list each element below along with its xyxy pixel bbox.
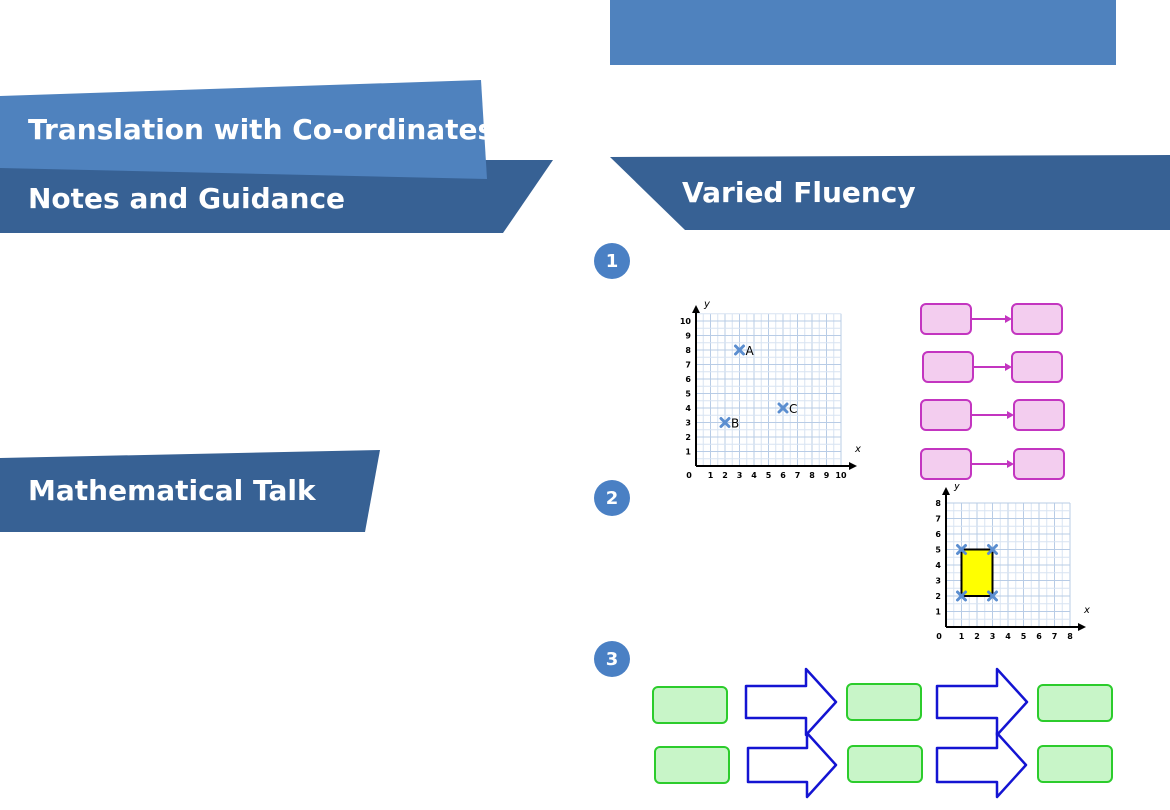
cross-marker-icon	[956, 544, 967, 555]
x-tick-label: 10	[835, 471, 847, 480]
cross-marker-icon	[719, 417, 731, 428]
x-axis-arrow-icon	[1078, 623, 1086, 631]
title-banner-bg	[0, 80, 487, 179]
x-tick-label: 8	[809, 471, 815, 480]
block-arrows	[744, 667, 1029, 799]
x-tick-label: 2	[722, 471, 728, 480]
y-tick-label: 10	[680, 317, 692, 326]
start-coordinate-box[interactable]	[920, 399, 972, 431]
y-tick-label: 3	[935, 577, 941, 586]
answer-box[interactable]	[1037, 684, 1113, 722]
cross-marker-icon	[777, 402, 789, 414]
answer-box[interactable]	[1037, 745, 1113, 783]
answer-box[interactable]	[652, 686, 728, 724]
start-coordinate-box[interactable]	[922, 351, 974, 383]
talk-header-bg	[0, 450, 380, 532]
fluency-heading: Varied Fluency	[682, 176, 916, 209]
right-arrow-icon	[972, 315, 1012, 323]
x-tick-label: 5	[766, 471, 772, 480]
y-axis-label: y	[953, 484, 961, 492]
y-tick-label: 8	[935, 499, 941, 508]
point-label: C	[789, 402, 797, 416]
y-tick-label: 4	[685, 404, 691, 413]
fluency-header-bg	[610, 155, 1170, 230]
x-tick-label: 7	[795, 471, 801, 480]
y-tick-label: 9	[685, 332, 691, 341]
y-tick-label: 2	[685, 433, 691, 442]
end-coordinate-box[interactable]	[1013, 448, 1065, 480]
x-axis-label: x	[1083, 605, 1090, 616]
y-tick-label: 5	[685, 390, 691, 399]
block-right-arrow-icon	[746, 731, 838, 799]
block-right-arrow-icon	[935, 731, 1028, 799]
answer-box[interactable]	[847, 745, 923, 783]
origin-label: 0	[686, 471, 692, 480]
y-tick-label: 3	[685, 419, 691, 428]
notes-heading: Notes and Guidance	[28, 182, 346, 215]
y-tick-label: 1	[935, 608, 941, 617]
x-tick-label: 5	[1021, 632, 1027, 641]
question-number-2: 2	[594, 480, 630, 516]
cross-marker-icon	[987, 544, 998, 555]
translation-answer-area	[915, 300, 1075, 485]
cross-marker-icon	[734, 344, 745, 356]
top-banner	[610, 0, 1116, 65]
y-tick-label: 6	[935, 530, 941, 539]
x-axis-arrow-icon	[849, 462, 857, 470]
y-tick-label: 7	[935, 515, 941, 524]
block-right-arrow-icon	[935, 667, 1029, 737]
x-tick-label: 2	[974, 632, 980, 641]
block-right-arrow-icon	[744, 667, 838, 737]
page-title: Translation with Co-ordinates	[28, 113, 495, 146]
y-tick-label: 7	[685, 361, 691, 370]
x-tick-label: 4	[751, 471, 757, 480]
y-tick-label: 8	[685, 346, 691, 355]
end-coordinate-box[interactable]	[1011, 303, 1063, 335]
point-label: B	[731, 417, 739, 431]
cross-marker-icon	[956, 590, 967, 602]
x-tick-label: 6	[1036, 632, 1042, 641]
x-tick-label: 6	[780, 471, 786, 480]
question-number-1: 1	[594, 243, 630, 279]
y-tick-label: 4	[935, 561, 941, 570]
yellow-rectangle	[960, 548, 994, 597]
x-tick-label: 8	[1067, 632, 1073, 641]
right-arrow-icon	[972, 411, 1014, 419]
right-arrow-icon	[974, 363, 1012, 371]
y-axis-label: y	[703, 299, 711, 310]
end-coordinate-box[interactable]	[1013, 399, 1065, 431]
notes-header-bg	[0, 160, 553, 233]
x-tick-label: 4	[1005, 632, 1011, 641]
x-tick-label: 3	[737, 471, 743, 480]
pink-arrows	[972, 315, 1014, 468]
talk-heading: Mathematical Talk	[28, 474, 316, 507]
start-coordinate-box[interactable]	[920, 303, 972, 335]
point-label: A	[746, 344, 755, 358]
y-tick-label: 6	[685, 375, 691, 384]
right-arrow-icon	[972, 460, 1014, 468]
x-tick-label: 1	[708, 471, 714, 480]
y-axis-arrow-icon	[942, 487, 950, 495]
start-coordinate-box[interactable]	[920, 448, 972, 480]
x-axis-label: x	[854, 444, 861, 455]
y-tick-label: 1	[685, 448, 691, 457]
x-tick-label: 3	[990, 632, 996, 641]
x-tick-label: 9	[824, 471, 830, 480]
question-number-3: 3	[594, 641, 630, 677]
y-tick-label: 2	[935, 592, 941, 601]
y-axis-arrow-icon	[692, 305, 700, 313]
cross-marker-icon	[987, 590, 998, 602]
x-tick-label: 7	[1052, 632, 1058, 641]
y-tick-label: 5	[935, 546, 941, 555]
answer-box[interactable]	[654, 746, 730, 784]
origin-label: 0	[936, 632, 942, 641]
answer-box[interactable]	[846, 683, 922, 721]
x-tick-label: 1	[959, 632, 965, 641]
